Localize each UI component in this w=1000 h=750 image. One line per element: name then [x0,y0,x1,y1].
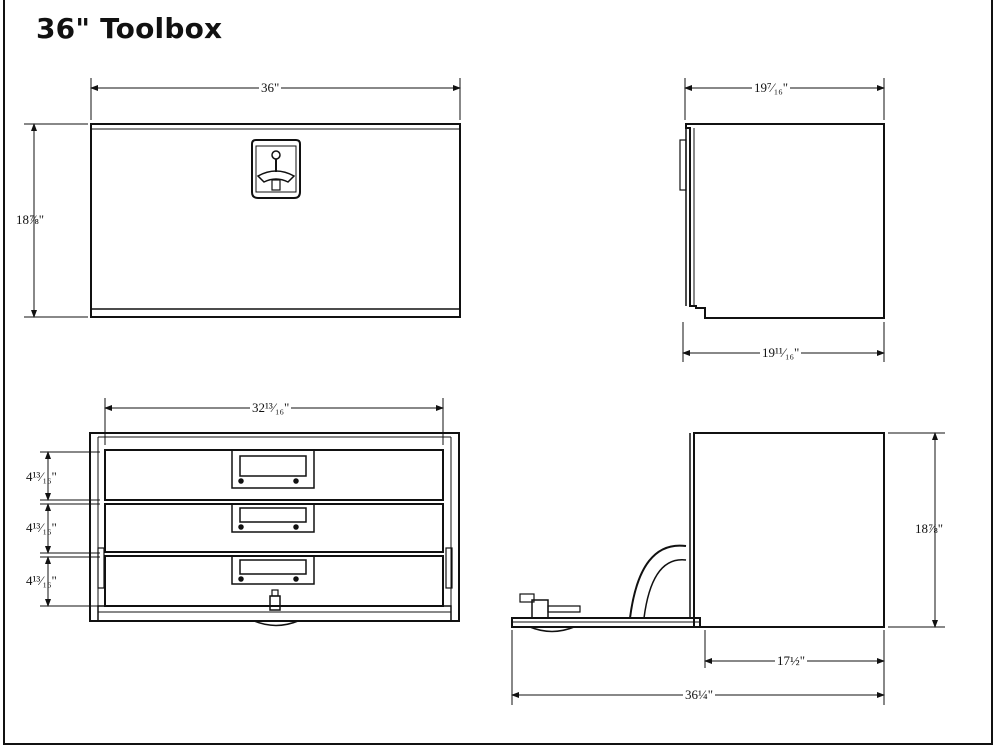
front-height-label: 18⅞" [16,212,45,227]
side-depth-bottom-label: 19¹¹⁄₁₆" [760,345,802,360]
inner-depth-label: 17½" [775,653,808,668]
drawer-height-label-2: 4¹³⁄₁₆" [26,520,57,535]
front-width-label: 36" [259,80,282,95]
page-title: 36" Toolbox [36,12,223,45]
drawer-handle [231,555,315,585]
t-handle-latch [251,139,301,199]
front-view [24,78,461,318]
side-depth-top-label: 19⁷⁄₁₆" [752,80,791,95]
drawer-height-label-1: 4¹³⁄₁₆" [26,469,57,484]
open-side-view [511,432,945,705]
drawer-width-label: 32¹³⁄₁₆" [250,400,292,415]
drawer-height-label-3: 4¹³⁄₁₆" [26,573,57,588]
drawing-frame [3,0,993,745]
open-height-label: 18⅞" [915,521,944,536]
total-depth-label: 36¼" [683,687,716,702]
drawer-handle [231,503,315,533]
side-view [679,78,885,362]
drawer-handle [231,449,315,489]
drawer-view [40,398,460,627]
